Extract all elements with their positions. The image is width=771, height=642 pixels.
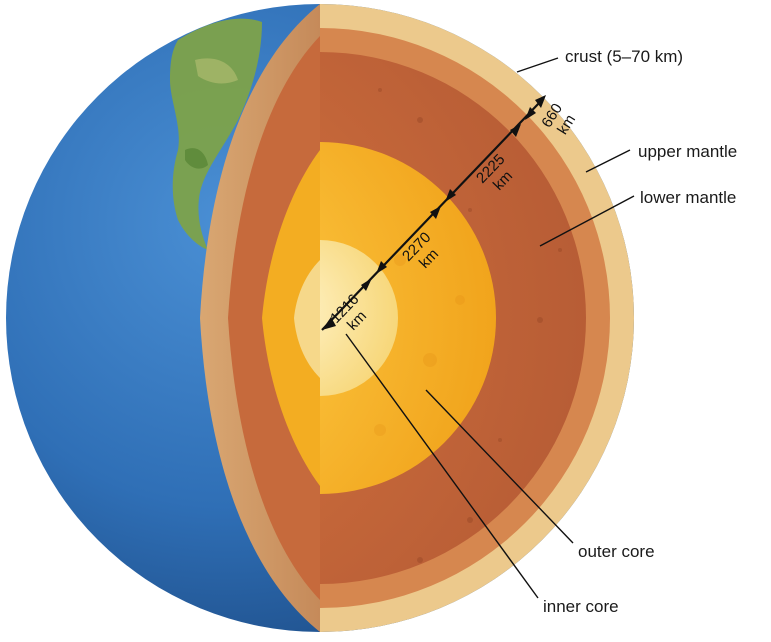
arrowhead-outer-start (376, 261, 387, 274)
outer-core-cut-face (262, 150, 320, 486)
arrowhead-lower-end (510, 124, 521, 137)
crust-label: crust (5–70 km) (565, 47, 683, 66)
outer-core-label: outer core (578, 542, 655, 561)
arrowhead-inner-start (322, 317, 336, 330)
leader-lines (345, 57, 635, 599)
inner-core-cut-face (294, 260, 320, 378)
arrowhead-upper-start (525, 107, 536, 120)
lower-mantle-label: lower mantle (640, 188, 736, 207)
dimension-arrows (321, 95, 546, 331)
outer-core-layer (320, 142, 496, 494)
cross-section (320, 4, 634, 632)
upper-mantle-label: upper mantle (638, 142, 737, 161)
crust-leader (516, 57, 559, 73)
inner-core-leader (345, 333, 539, 599)
arrowhead-outer-end (430, 206, 441, 219)
north-america-landmass (170, 18, 262, 251)
lower-mantle-leader (539, 195, 635, 247)
outer-core-leader (425, 389, 574, 544)
arrowhead-lower-start (445, 189, 456, 202)
inner-core-layer (320, 240, 398, 396)
arrowhead-inner-end (361, 278, 372, 291)
upper-mantle-leader (585, 149, 631, 173)
arrowhead-upper-end (535, 95, 546, 108)
inner-core-label: inner core (543, 597, 619, 616)
